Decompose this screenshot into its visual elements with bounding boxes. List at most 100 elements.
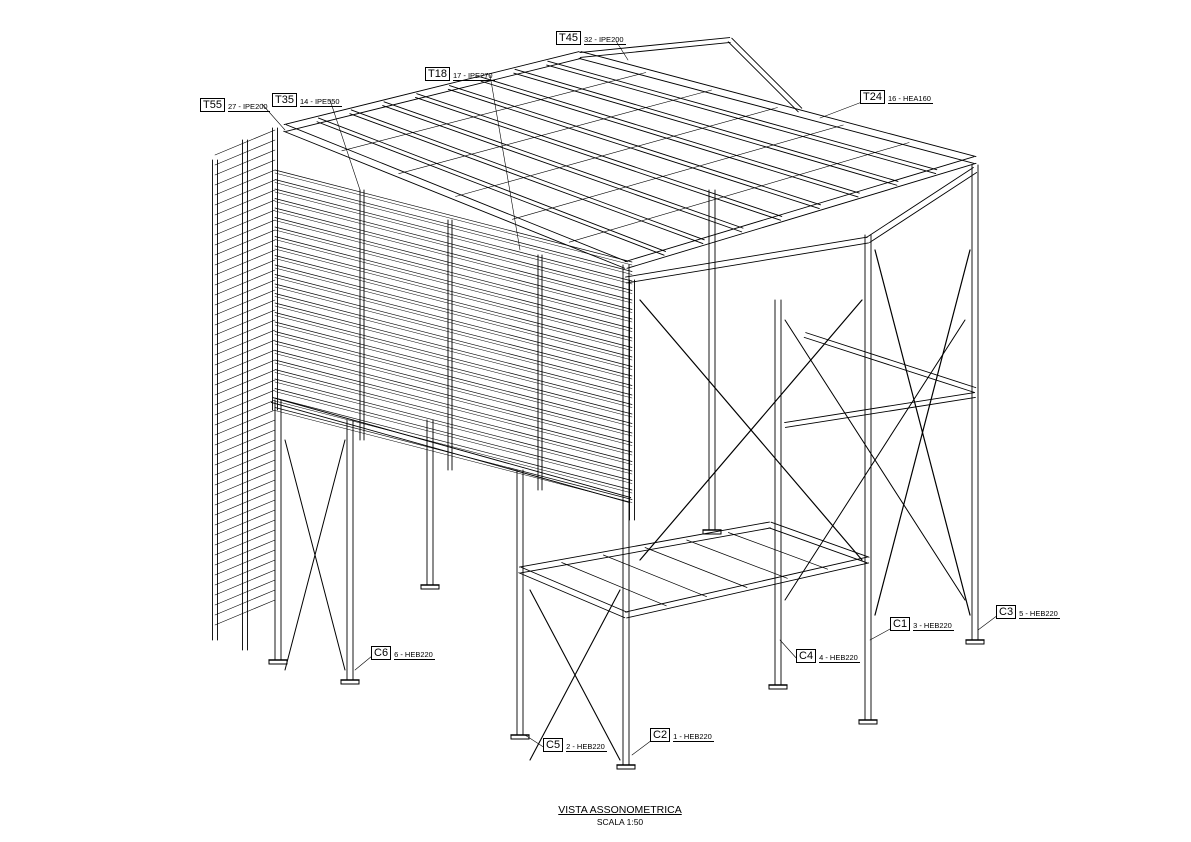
cladding-rail [214, 299, 276, 326]
member-section: 27 - IPE200 [227, 102, 270, 112]
cladding-rail [214, 489, 276, 516]
roof-bracing [341, 72, 647, 152]
cladding-rail [274, 391, 633, 484]
cladding-rail [214, 409, 276, 436]
member-id: T45 [556, 31, 581, 45]
member-section: 1 - HEB220 [673, 732, 714, 742]
cladding-rail [274, 340, 633, 434]
cladding-rail [274, 312, 633, 405]
cladding-rail [274, 220, 633, 313]
wall-bottom-beam [270, 401, 630, 503]
cladding-rail [274, 198, 633, 291]
cladding-rail [214, 249, 276, 276]
cladding-rail [274, 369, 633, 462]
leader [489, 74, 521, 251]
member-section: 17 - IPE270 [452, 71, 495, 81]
edge-beam [626, 242, 869, 284]
cladding-rail [214, 389, 276, 416]
platform-joist [686, 539, 788, 579]
roof-beam [626, 162, 977, 269]
member-section: 4 - HEB220 [819, 653, 860, 663]
cladding-rail [214, 559, 276, 586]
cladding-rail [274, 315, 633, 408]
platform-beam [624, 556, 868, 613]
cladding-rail [274, 258, 633, 351]
cladding-rail [214, 569, 276, 596]
cladding-rail [274, 359, 633, 453]
cladding-rail [274, 207, 633, 301]
cladding-rail [214, 519, 276, 546]
roof-beam [580, 51, 977, 158]
roof-beam [579, 42, 731, 58]
cladding-rail [274, 217, 633, 310]
brace [874, 249, 971, 616]
brace [639, 299, 863, 561]
member-id: T24 [860, 90, 885, 104]
cladding-rail [214, 539, 276, 566]
leader [977, 614, 999, 631]
member-section: 2 - HEB220 [566, 742, 607, 752]
cladding-rail [274, 283, 633, 377]
cladding-rail [214, 419, 276, 446]
cladding-rail [214, 199, 276, 226]
purlin [415, 97, 781, 221]
roof-beam [285, 57, 582, 132]
cladding-rail [274, 172, 633, 266]
member-id: C4 [796, 649, 817, 663]
cladding-rail [274, 381, 633, 475]
cladding-rail [274, 331, 633, 424]
brace [284, 439, 346, 671]
cladding-rail [214, 499, 276, 526]
purlin [481, 76, 860, 194]
member-section: 16 - HEA160 [887, 94, 933, 104]
cladding-rail [214, 159, 276, 186]
cladding-rail [274, 255, 633, 348]
cladding-rail [214, 439, 276, 466]
brace [529, 589, 621, 761]
roof-beam [283, 51, 580, 126]
cladding-rail [274, 302, 633, 396]
platform-beam [519, 521, 770, 568]
member-id: C2 [650, 728, 671, 742]
purlin [382, 105, 743, 233]
roof-bracing [512, 124, 844, 220]
purlin [416, 93, 783, 217]
member-tag-t55: T55 27 - IPE200 [200, 98, 270, 112]
leader [779, 639, 799, 661]
cladding-rail [274, 188, 633, 282]
member-tag-c2: C2 1 - HEB220 [650, 728, 714, 742]
roof-beam [578, 57, 975, 164]
platform-joist [602, 554, 708, 598]
edge-beam [625, 236, 868, 278]
cladding-rail [214, 589, 276, 616]
member-id: C3 [996, 605, 1017, 619]
cladding-rail [214, 349, 276, 376]
cladding-rail [274, 245, 633, 339]
cladding-rail [214, 189, 276, 216]
cladding-rail [214, 449, 276, 476]
platform-beam [770, 521, 870, 558]
cladding-rail [274, 179, 633, 272]
member-id: T18 [425, 67, 450, 81]
member-id: C6 [371, 646, 392, 660]
cladding-rail [274, 182, 633, 275]
purlin [349, 113, 704, 244]
cladding-rail [274, 277, 633, 370]
member-tag-c4: C4 4 - HEB220 [796, 649, 860, 663]
roof-beam [579, 37, 731, 53]
cladding-rail [214, 209, 276, 236]
cladding-rail [274, 296, 633, 389]
leader [869, 627, 893, 641]
leader [261, 103, 286, 131]
cladding-rail [214, 239, 276, 266]
member-tag-t45: T45 32 - IPE200 [556, 31, 626, 45]
cladding-rail [274, 293, 633, 386]
cladding-rail [214, 359, 276, 386]
cladding-rail [274, 334, 633, 427]
platform-joist [561, 562, 667, 607]
platform-beam [520, 527, 771, 574]
leader [819, 101, 863, 119]
purlin [514, 68, 899, 182]
cladding-rail [214, 379, 276, 406]
member-section: 6 - HEB220 [394, 650, 435, 660]
